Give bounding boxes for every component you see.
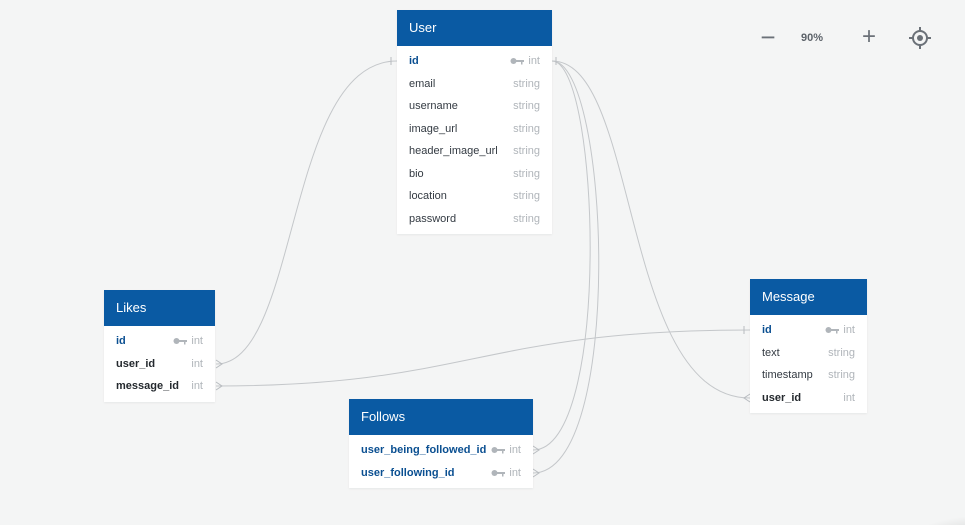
table-header[interactable]: User [397, 10, 552, 46]
field-row[interactable]: bio string [397, 163, 552, 186]
field-row[interactable]: user_id int [104, 353, 215, 376]
field-row[interactable]: id int [750, 319, 867, 342]
field-row[interactable]: id int [397, 50, 552, 73]
link-user-follows-1 [532, 60, 591, 451]
field-name: user_being_followed_id [361, 444, 487, 456]
field-name: user_id [116, 357, 156, 370]
table-follows[interactable]: Follows user_being_followed_id int user_… [349, 399, 533, 488]
key-icon [491, 469, 505, 476]
field-type: string [513, 190, 540, 202]
link-user-message [551, 60, 751, 399]
field-type: int [843, 391, 855, 404]
key-icon [825, 327, 839, 334]
field-type: string [513, 167, 540, 180]
field-row[interactable]: user_being_followed_id int [349, 439, 533, 462]
link-crowfoot [532, 468, 540, 478]
recenter-button[interactable] [906, 22, 934, 54]
field-name: username [409, 100, 458, 112]
field-type: string [828, 369, 855, 381]
table-header[interactable]: Likes [104, 290, 215, 326]
corner-shadow [905, 515, 965, 525]
field-type: int [191, 335, 203, 347]
field-row[interactable]: id int [104, 330, 215, 353]
field-name: image_url [409, 122, 458, 135]
field-name: message_id [116, 380, 179, 392]
field-type: int [509, 444, 521, 456]
field-type: string [828, 346, 855, 359]
field-name: id [409, 55, 419, 67]
field-row[interactable]: email string [397, 73, 552, 96]
field-list: id int email string username string imag… [397, 46, 552, 234]
field-name: email [409, 77, 436, 90]
key-icon [491, 447, 505, 454]
field-type: string [513, 145, 540, 157]
table-user[interactable]: User id int email string username string… [397, 10, 552, 234]
field-name: user_following_id [361, 466, 455, 479]
table-header[interactable]: Message [750, 279, 867, 315]
field-name: password [409, 212, 457, 225]
zoom-in-button[interactable]: + [861, 23, 876, 50]
table-likes[interactable]: Likes id int user_id int message_id int [104, 290, 215, 402]
zoom-out-button[interactable]: − [760, 22, 776, 52]
link-user-follows-2 [532, 60, 600, 474]
field-type: int [191, 380, 203, 392]
field-row[interactable]: user_id int [750, 387, 867, 410]
field-name: user_id [762, 391, 802, 404]
link-crowfoot [215, 359, 223, 369]
key-icon [510, 58, 524, 65]
field-type: string [513, 212, 540, 225]
field-row[interactable]: password string [397, 208, 552, 231]
field-row[interactable]: image_url string [397, 118, 552, 141]
field-row[interactable]: message_id int [104, 375, 215, 398]
field-name: id [762, 324, 772, 336]
field-type: int [843, 324, 855, 336]
field-type: int [509, 466, 521, 479]
link-likes-message [215, 329, 751, 387]
field-type: string [513, 77, 540, 90]
field-row[interactable]: username string [397, 95, 552, 118]
field-name: text [762, 346, 780, 359]
field-list: id int text string timestamp string user… [750, 315, 867, 413]
link-crowfoot [743, 393, 751, 403]
field-name: header_image_url [409, 145, 498, 157]
field-name: id [116, 335, 126, 347]
field-row[interactable]: location string [397, 185, 552, 208]
field-row[interactable]: timestamp string [750, 364, 867, 387]
table-header[interactable]: Follows [349, 399, 533, 435]
key-icon [173, 338, 187, 345]
link-crowfoot [215, 381, 223, 391]
field-type: int [191, 357, 203, 370]
field-list: user_being_followed_id int user_followin… [349, 435, 533, 488]
link-crowfoot [532, 445, 540, 455]
field-type: string [513, 122, 540, 135]
table-message[interactable]: Message id int text string timestamp str… [750, 279, 867, 413]
field-row[interactable]: user_following_id int [349, 462, 533, 485]
field-name: timestamp [762, 369, 813, 381]
zoom-level: 90% [800, 32, 824, 44]
crosshair-icon [909, 27, 931, 49]
field-row[interactable]: header_image_url string [397, 140, 552, 163]
field-type: int [528, 55, 540, 67]
field-list: id int user_id int message_id int [104, 326, 215, 402]
field-type: string [513, 100, 540, 112]
zoom-controls: − 90% + [752, 22, 942, 54]
field-row[interactable]: text string [750, 342, 867, 365]
field-name: bio [409, 167, 424, 180]
field-name: location [409, 190, 447, 202]
link-likes-user [215, 60, 398, 365]
